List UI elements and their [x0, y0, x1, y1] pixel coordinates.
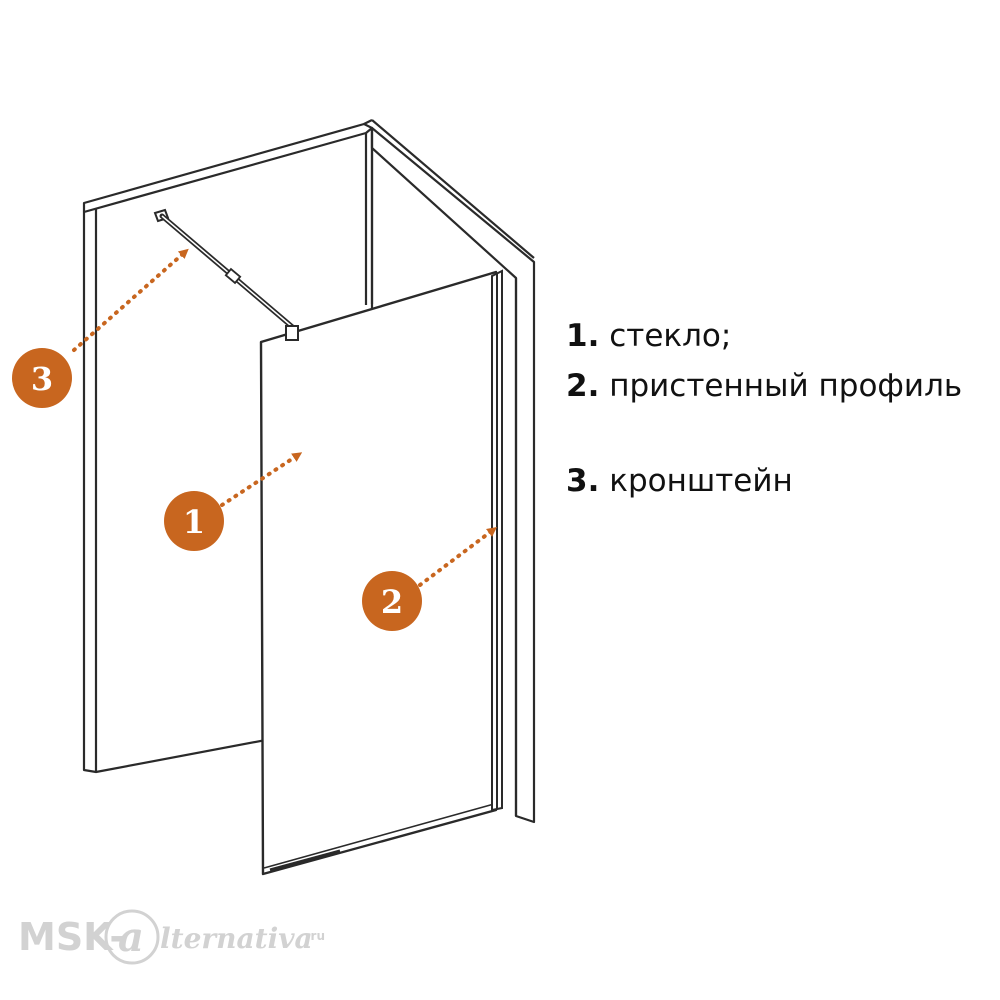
watermark-at-letter: a [118, 914, 144, 961]
watermark-at-logo [104, 909, 160, 965]
callout-1: 1 [164, 452, 303, 551]
legend-item-3-number: 3. [566, 463, 600, 499]
legend-item-1-number: 1. [566, 318, 600, 354]
glass-panel [259, 270, 498, 876]
callout-2-badge [362, 571, 422, 631]
watermark-prefix: MSK- [18, 915, 125, 959]
legend-item-3-text: кронштейн [609, 463, 793, 499]
wall-profile [491, 269, 503, 812]
side-wall [363, 119, 536, 824]
watermark: MSK- a lternativa .ru [18, 909, 325, 965]
legend-item-1-text: стекло; [609, 318, 732, 354]
watermark-domain: .ru [306, 929, 325, 943]
legend-item-2-text: пристенный профиль [609, 368, 963, 404]
bracket [153, 208, 299, 341]
legend-item-3: 3. кронштейн [566, 463, 793, 499]
callout-2: 2 [362, 526, 497, 631]
legend-item-1: 1. стекло; [566, 318, 731, 354]
watermark-suffix: lternativa [160, 922, 313, 955]
legend-item-2: 2. пристенный профиль [566, 368, 962, 404]
callout-3-badge [12, 348, 72, 408]
legend-item-2-number: 2. [566, 368, 600, 404]
callout-1-number: 1 [183, 503, 205, 541]
callout-1-badge [164, 491, 224, 551]
callout-3: 3 [12, 248, 189, 408]
callout-3-number: 3 [31, 360, 53, 398]
callout-2-number: 2 [381, 583, 403, 621]
